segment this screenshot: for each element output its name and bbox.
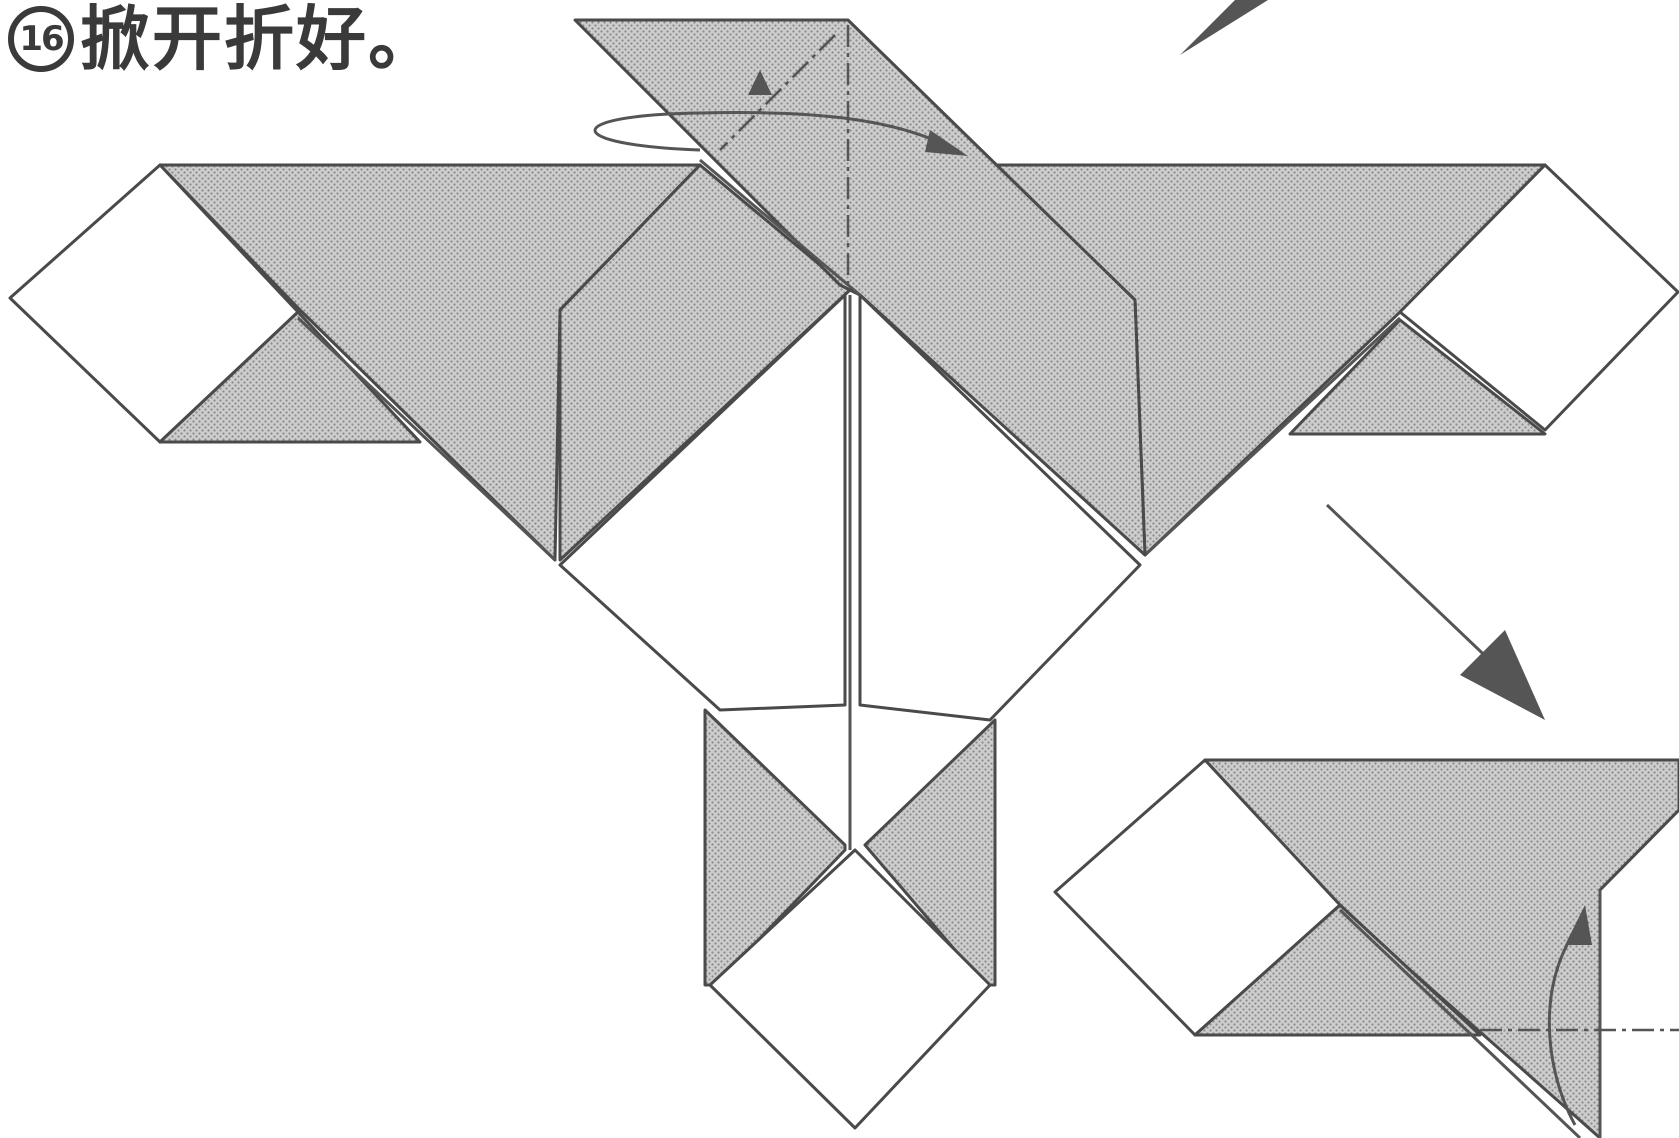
right-wing-crease	[1143, 316, 1402, 557]
tail-white-diamond	[708, 848, 992, 1130]
step-caption: 16 掀开折好。	[8, 4, 440, 74]
step-instruction: 掀开折好。	[80, 0, 440, 80]
raised-flap-edge	[699, 158, 861, 297]
curved-fold-arrow-icon	[593, 70, 968, 156]
main-model	[8, 18, 1679, 1130]
raised-flap	[573, 18, 1147, 557]
detail-wing-lower	[1193, 903, 1482, 1037]
body-white-right	[858, 293, 1142, 722]
detail-crease	[1338, 908, 1582, 1138]
step-number-badge: 16	[8, 6, 74, 72]
body-white-left	[558, 293, 847, 712]
right-wing-white-diamond	[1398, 163, 1679, 432]
diagonal-arrow-icon	[1325, 503, 1545, 720]
detail-view	[1053, 758, 1679, 1138]
diagonal-fold-line	[719, 34, 836, 151]
left-wing-upper	[158, 163, 702, 562]
incoming-arrow-icon	[1180, 0, 1268, 55]
tail-left-strip	[703, 708, 847, 987]
right-wing-lower	[1288, 318, 1547, 436]
left-wing-crease	[296, 316, 557, 562]
